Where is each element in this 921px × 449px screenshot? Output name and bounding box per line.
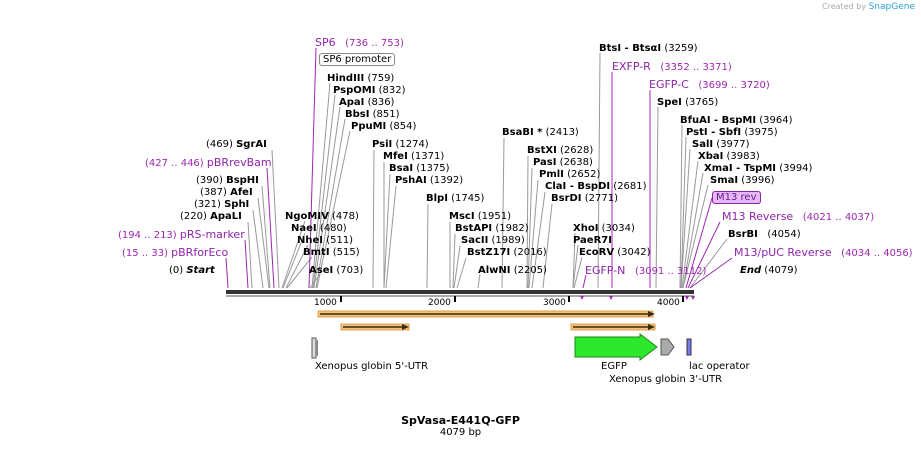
- enzyme-bsphi[interactable]: (390) BspHI: [196, 175, 259, 186]
- primer-egfp-n[interactable]: EGFP-N (3091 .. 3112): [585, 264, 707, 278]
- primer-m13-rev[interactable]: M13 rev: [712, 191, 761, 204]
- enzyme-bfuai-bspmi[interactable]: BfuAI - BspMI (3964): [680, 115, 793, 126]
- enzyme-psti-sbfi[interactable]: PstI - SbfI (3975): [686, 127, 778, 138]
- tick-label-2000: 2000: [428, 298, 451, 308]
- tick-label-3000: 3000: [543, 298, 566, 308]
- tick-label-4000: 4000: [657, 298, 680, 308]
- primer-leaders: [225, 47, 733, 289]
- primer-m13-reverse[interactable]: M13 Reverse (4021 .. 4037): [722, 210, 875, 224]
- feature-label-utr3: Xenopus globin 3'-UTR: [609, 374, 723, 385]
- snapgene-logo: SnapGene: [868, 2, 915, 12]
- enzyme-bsrbi[interactable]: BsrBI (4054): [728, 229, 801, 240]
- enzyme-spei[interactable]: SpeI (3765): [657, 97, 719, 108]
- enzyme-apali[interactable]: (220) ApaLI: [180, 211, 242, 222]
- enzyme-hindiii[interactable]: HindIII (759): [327, 73, 395, 84]
- enzyme-pspomi[interactable]: PspOMI (832): [333, 85, 406, 96]
- enzyme-bstxi[interactable]: BstXI (2628): [527, 145, 594, 156]
- enzyme-bsrdi[interactable]: BsrDI (2771): [551, 193, 618, 204]
- enzyme-btsi-btsai[interactable]: BtsI - BtsαI (3259): [599, 43, 698, 54]
- enzyme-msci[interactable]: MscI (1951): [449, 211, 512, 222]
- enzyme-bsai[interactable]: BsaI (1375): [389, 163, 450, 174]
- snapgene-credit: Created by SnapGene: [822, 2, 915, 12]
- feature-utr3: [660, 338, 675, 356]
- enzyme-smai[interactable]: SmaI (3996): [710, 175, 775, 186]
- enzyme-bstapi[interactable]: BstAPI (1982): [455, 223, 529, 234]
- feature-utr5: [311, 337, 318, 359]
- enzyme-apai[interactable]: ApaI (836): [339, 97, 395, 108]
- enzyme-xbai[interactable]: XbaI (3983): [698, 151, 760, 162]
- start-marker: (0) Start: [169, 265, 215, 276]
- enzyme-ngomiv[interactable]: NgoMIV (478): [285, 211, 359, 222]
- enzyme-mfei[interactable]: MfeI (1371): [383, 151, 445, 162]
- enzyme-bstz17i[interactable]: BstZ17I (2016): [467, 247, 547, 258]
- enzyme-alwni[interactable]: AlwNI (2205): [478, 265, 547, 276]
- feature-label-egfp: EGFP: [601, 361, 627, 372]
- primer-pbrrevbam[interactable]: (427 .. 446) pBRrevBam: [145, 156, 272, 170]
- enzyme-ppumi[interactable]: PpuMI (854): [351, 121, 417, 132]
- ruler-ticks: [340, 296, 684, 302]
- enzyme-sali[interactable]: SalI (3977): [692, 139, 750, 150]
- feature-lacop: [686, 338, 692, 356]
- enzyme-naei[interactable]: NaeI (480): [291, 223, 347, 234]
- enzyme-ecorv[interactable]: EcoRV (3042): [579, 247, 651, 258]
- enzyme-sacii[interactable]: SacII (1989): [461, 235, 525, 246]
- primer-pbrforeco[interactable]: (15 .. 33) pBRforEco: [122, 246, 229, 260]
- primer-egfp-c[interactable]: EGFP-C (3699 .. 3720): [649, 78, 770, 92]
- primer-sp6[interactable]: SP6 (736 .. 753): [315, 36, 404, 50]
- tick-label-1000: 1000: [314, 298, 337, 308]
- enzyme-pasi[interactable]: PasI (2638): [533, 157, 593, 168]
- feature-label-utr5: Xenopus globin 5'-UTR: [315, 361, 429, 372]
- primer-marks: [580, 296, 695, 300]
- enzyme-blpi[interactable]: BlpI (1745): [426, 193, 485, 204]
- primer-exfp-r[interactable]: EXFP-R (3352 .. 3371): [612, 60, 732, 74]
- enzyme-xhoi[interactable]: XhoI (3034): [573, 223, 635, 234]
- enzyme-leaders: [247, 52, 728, 289]
- plasmid-name: SpVasa-E441Q-GFP: [401, 414, 520, 427]
- feature-label-lacop: lac operator: [689, 361, 750, 372]
- primer-prs-marker[interactable]: (194 .. 213) pRS-marker: [118, 228, 245, 242]
- enzyme-clai-bspdi[interactable]: ClaI - BspDI (2681): [545, 181, 647, 192]
- enzyme-bmti[interactable]: BmtI (515): [303, 247, 360, 258]
- feature-egfp: [574, 332, 658, 362]
- enzyme-psii[interactable]: PsiI (1274): [372, 139, 429, 150]
- enzyme-pshai[interactable]: PshAI (1392): [395, 175, 464, 186]
- backbone: [226, 290, 694, 297]
- enzyme-asei[interactable]: AseI (703): [309, 265, 364, 276]
- end-marker: End (4079): [740, 265, 798, 276]
- enzyme-bsabi[interactable]: BsaBI * (2413): [502, 127, 579, 138]
- enzyme-bbsi[interactable]: BbsI (851): [345, 109, 400, 120]
- enzyme-sphi[interactable]: (321) SphI: [194, 199, 250, 210]
- orf-arrows: [317, 310, 656, 331]
- enzyme-paer7i[interactable]: PaeR7I: [573, 235, 612, 246]
- enzyme-nhei[interactable]: NheI (511): [297, 235, 354, 246]
- enzyme-xmai-tspmi[interactable]: XmaI - TspMI (3994): [704, 163, 813, 174]
- enzyme-sgrai[interactable]: (469) SgrAI: [206, 139, 267, 150]
- enzyme-afei[interactable]: (387) AfeI: [200, 187, 253, 198]
- enzyme-pmli[interactable]: PmlI (2652): [539, 169, 601, 180]
- primer-m13-puc-reverse[interactable]: M13/pUC Reverse (4034 .. 4056): [734, 246, 913, 260]
- promoter-sp6[interactable]: SP6 promoter: [319, 53, 396, 66]
- plasmid-length: 4079 bp: [439, 427, 482, 438]
